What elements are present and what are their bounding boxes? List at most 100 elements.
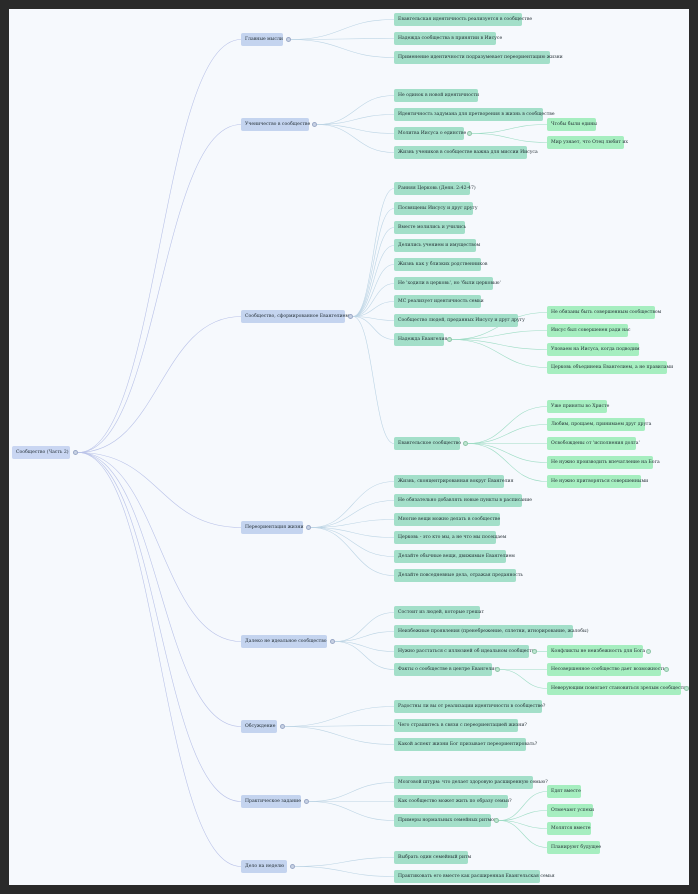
node-root-children-2-children-9-children-2[interactable]: Освобождены от 'исполнения долга' xyxy=(547,437,640,450)
connector-line xyxy=(352,316,395,444)
node-root-children-5-children-1[interactable]: Чего страшитесь в связи с переориентацие… xyxy=(394,719,527,732)
node-root-children-2-children-9-children-4[interactable]: Не нужно притворяться совершенными xyxy=(547,475,648,488)
node-root-children-2-children-4[interactable]: Жизнь как у близких родственников xyxy=(394,258,487,271)
node-root-children-2-children-6[interactable]: МС реализует идентичность семьи xyxy=(394,295,484,308)
node-root-children-2-children-8-children-1[interactable]: Иисус был совершенен ради нас xyxy=(547,324,630,337)
node-root-children-4-children-0[interactable]: Состоит из людей, которые грешат xyxy=(394,606,484,619)
node-root-children-2-children-5[interactable]: Не 'ходили в церковь', но 'были церковью… xyxy=(394,277,501,290)
connector-line xyxy=(451,339,548,368)
node-root-children-1-children-2-children-1[interactable]: Мир узнает, что Отец любит их xyxy=(547,136,628,149)
node-root-children-3-children-5[interactable]: Делайте повседневные дела, отражая преда… xyxy=(394,569,523,582)
node-root-children-3-children-2[interactable]: Многие вещи можно делать в сообществе xyxy=(394,513,500,526)
node-root-children-2-children-9[interactable]: Евангельское сообщество xyxy=(394,437,461,450)
node-root-children-6-children-1[interactable]: Как сообщество может жить по образу семь… xyxy=(394,795,512,808)
node-root-children-4-children-1[interactable]: Неизбежные проявления (пренебрежение, сп… xyxy=(394,625,589,638)
node-root-children-1-children-3[interactable]: Жизнь учеников в сообществе важна для ми… xyxy=(394,146,538,159)
node-root-children-3-children-4[interactable]: Делайте обычные вещи, движимые Евангелие… xyxy=(394,550,515,563)
connector-line xyxy=(77,452,242,727)
connector-line xyxy=(334,641,395,652)
node-root-children-1-children-1[interactable]: Идентичность задумана для претворения в … xyxy=(394,108,555,121)
connector-line xyxy=(451,339,548,350)
connector-line xyxy=(284,706,395,727)
node-root-children-2-children-8[interactable]: Надежда Евангелия xyxy=(394,333,447,346)
node-root-children-2[interactable]: Сообщество, сформированное Евангелием xyxy=(241,310,349,323)
node-root-children-6-children-2-children-2[interactable]: Молятся вместе xyxy=(547,822,591,835)
node-root-children-2-children-8-children-0[interactable]: Не обязаны быть совершенным сообществом xyxy=(547,306,661,319)
node-root-children-2-children-0[interactable]: Ранняя Церковь (Деян. 2:42-47) xyxy=(394,182,476,195)
node-root-children-4[interactable]: Далеко не идеальное сообщество xyxy=(241,635,327,648)
node-root-children-4-children-2-children-0[interactable]: Конфликты не неизбежность для Бога xyxy=(547,645,645,658)
node-root-children-2-children-3[interactable]: Делились учением и имуществом xyxy=(394,239,480,252)
collapse-toggle-icon[interactable] xyxy=(494,818,499,823)
node-root-children-6-children-2-children-1[interactable]: Отмечают успехи xyxy=(547,804,594,817)
node-root-children-1-children-2-children-0[interactable]: Чтобы были едины xyxy=(547,118,597,131)
node-root-children-2-children-1[interactable]: Посвящены Иисусу и друг другу xyxy=(394,202,478,215)
node-root-children-6-children-0[interactable]: Мозговой штурм: что делает здоровую расш… xyxy=(394,776,548,789)
node-root-children-3-children-3[interactable]: Церковь - это кто мы, а не что мы посеща… xyxy=(394,531,506,544)
node-root-children-4-children-2[interactable]: Нужно расстаться с иллюзией об идеальном… xyxy=(394,645,537,658)
collapse-toggle-icon[interactable] xyxy=(304,799,309,804)
node-root-children-4-children-3-children-0[interactable]: Несовершенное сообщество дает возможност… xyxy=(547,663,665,676)
node-root-children-3[interactable]: Переориентация жизни xyxy=(241,521,304,534)
node-root-children-3-children-1[interactable]: Не обязательно добавлять новые пункты в … xyxy=(394,494,532,507)
node-root-children-2-children-8-children-3[interactable]: Церковь объединена Евангелием, а не прав… xyxy=(547,361,673,374)
node-root[interactable]: Сообщество (Часть 2) xyxy=(12,446,70,459)
connector-line xyxy=(77,452,242,802)
collapse-toggle-icon[interactable] xyxy=(467,131,472,136)
collapse-toggle-icon[interactable] xyxy=(684,686,689,691)
node-root-children-6[interactable]: Практическое задание xyxy=(241,795,301,808)
node-root-children-1[interactable]: Ученичество в сообществе xyxy=(241,118,310,131)
connector-line xyxy=(352,264,395,317)
collapse-toggle-icon[interactable] xyxy=(348,314,353,319)
connector-line xyxy=(467,443,548,482)
node-root-children-6-children-2[interactable]: Примеры нормальных семейных ритмов xyxy=(394,814,497,827)
node-root-children-4-children-3[interactable]: Факты о сообществе в центре Евангелия xyxy=(394,663,497,676)
node-root-children-2-children-9-children-0[interactable]: Уже приняты во Христе xyxy=(547,400,609,413)
node-root-children-4-children-3-children-1[interactable]: Неверующим помогает становиться зрелым с… xyxy=(547,682,689,695)
node-root-children-1-children-2[interactable]: Молитва Иисуса о единстве xyxy=(394,127,466,140)
connector-line xyxy=(77,124,242,453)
node-root-children-7-children-0[interactable]: Выбрать один семейный ритм xyxy=(394,851,471,864)
collapse-toggle-icon[interactable] xyxy=(447,337,452,342)
collapse-toggle-icon[interactable] xyxy=(312,122,317,127)
collapse-toggle-icon[interactable] xyxy=(463,441,468,446)
collapse-toggle-icon[interactable] xyxy=(290,864,295,869)
node-root-children-2-children-7[interactable]: Сообщество людей, преданных Иисусу и дру… xyxy=(394,314,525,327)
collapse-toggle-icon[interactable] xyxy=(532,649,537,654)
connector-line xyxy=(310,500,395,528)
node-root-children-2-children-2[interactable]: Вместе молились и учились xyxy=(394,221,466,234)
connector-line xyxy=(290,39,395,58)
connector-line xyxy=(352,316,395,340)
node-root-children-0[interactable]: Главные мысли xyxy=(241,33,283,46)
node-root-children-5-children-2[interactable]: Какой аспект жизни Бог призывает переори… xyxy=(394,738,537,751)
collapse-toggle-icon[interactable] xyxy=(306,525,311,530)
node-root-children-7-children-1[interactable]: Практиковать его вместе как расширенная … xyxy=(394,870,555,883)
node-root-children-2-children-9-children-1[interactable]: Любим, прощаем, принимаем друг друга xyxy=(547,418,651,431)
collapse-toggle-icon[interactable] xyxy=(286,37,291,42)
node-root-children-6-children-2-children-0[interactable]: Едят вместе xyxy=(547,785,581,798)
node-root-children-0-children-2[interactable]: Применение идентичности подразумевает пе… xyxy=(394,51,563,64)
collapse-toggle-icon[interactable] xyxy=(73,450,78,455)
connector-line xyxy=(467,406,548,444)
collapse-toggle-icon[interactable] xyxy=(664,667,669,672)
connector-lines xyxy=(77,19,548,877)
collapse-toggle-icon[interactable] xyxy=(280,724,285,729)
collapse-toggle-icon[interactable] xyxy=(330,639,335,644)
node-root-children-0-children-1[interactable]: Надежда сообщества в принятии в Иисусе xyxy=(394,32,502,45)
collapse-toggle-icon[interactable] xyxy=(646,649,651,654)
node-root-children-5-children-0[interactable]: Радостны ли вы от реализации идентичност… xyxy=(394,700,545,713)
node-root-children-1-children-0[interactable]: Не одинок в новой идентичности xyxy=(394,89,479,102)
node-root-children-5[interactable]: Обсуждение xyxy=(241,720,277,733)
connector-line xyxy=(498,791,548,821)
node-root-children-0-children-0[interactable]: Евангельская идентичность реализуется в … xyxy=(394,13,532,26)
connector-line xyxy=(290,19,395,40)
node-root-children-2-children-9-children-3[interactable]: Не нужно производить впечатление на Бога xyxy=(547,456,660,469)
node-root-children-6-children-2-children-3[interactable]: Планируют будущее xyxy=(547,841,601,854)
node-root-children-7[interactable]: Дело на неделю xyxy=(241,860,287,873)
node-root-children-3-children-0[interactable]: Жизнь, сконцентрированная вокруг Евангел… xyxy=(394,475,514,488)
connector-line xyxy=(310,527,395,557)
collapse-toggle-icon[interactable] xyxy=(495,667,500,672)
node-root-children-2-children-8-children-2[interactable]: Уповаем на Иисуса, когда подводим xyxy=(547,343,640,356)
connector-line xyxy=(334,631,395,642)
connector-line xyxy=(467,443,548,463)
